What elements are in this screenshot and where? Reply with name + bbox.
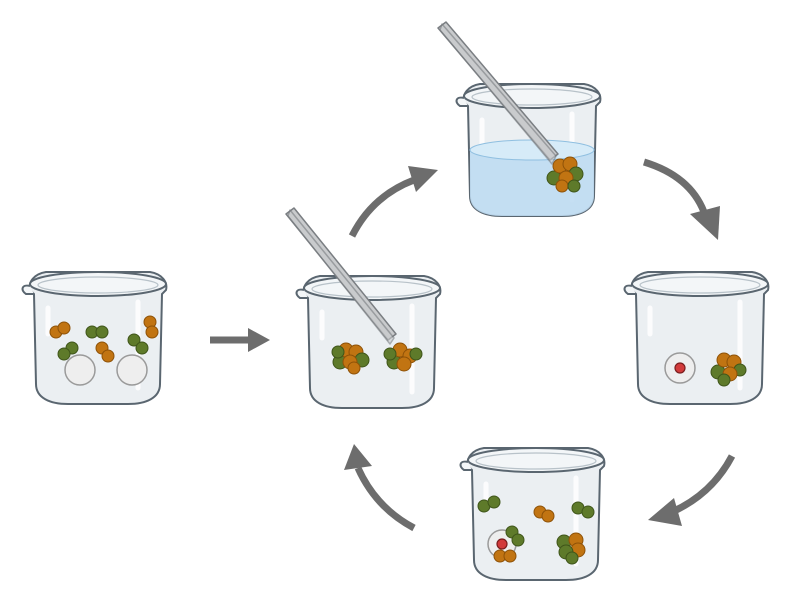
curved-arrow-icon	[344, 444, 414, 528]
curved-arrow-icon	[648, 456, 732, 526]
white-bead-with-red-core	[665, 353, 695, 383]
collect-beaker	[625, 272, 769, 404]
repeat-beaker	[461, 448, 605, 580]
pick-clusters-beaker	[286, 208, 440, 408]
curved-arrow-icon	[352, 166, 438, 236]
wash-beaker	[438, 22, 600, 216]
mixture-beaker	[23, 272, 167, 404]
curved-arrow-icon	[644, 162, 720, 240]
arrow-right-icon	[210, 328, 270, 352]
